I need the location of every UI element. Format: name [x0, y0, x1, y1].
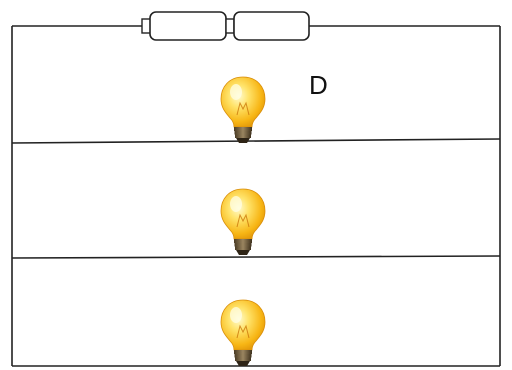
- battery-terminal-middle: [225, 18, 235, 34]
- battery: [141, 11, 310, 41]
- bulb-d-icon: [220, 76, 266, 144]
- bulb-label-d: D: [309, 70, 328, 100]
- wire-branch-2: [11, 255, 501, 259]
- battery-cell-1: [149, 11, 227, 41]
- battery-cell-2: [233, 11, 310, 41]
- wire-branch-1: [11, 138, 501, 144]
- wires: [11, 25, 501, 367]
- bulb-2-icon: [220, 188, 266, 256]
- bulb-3-icon: [220, 299, 266, 367]
